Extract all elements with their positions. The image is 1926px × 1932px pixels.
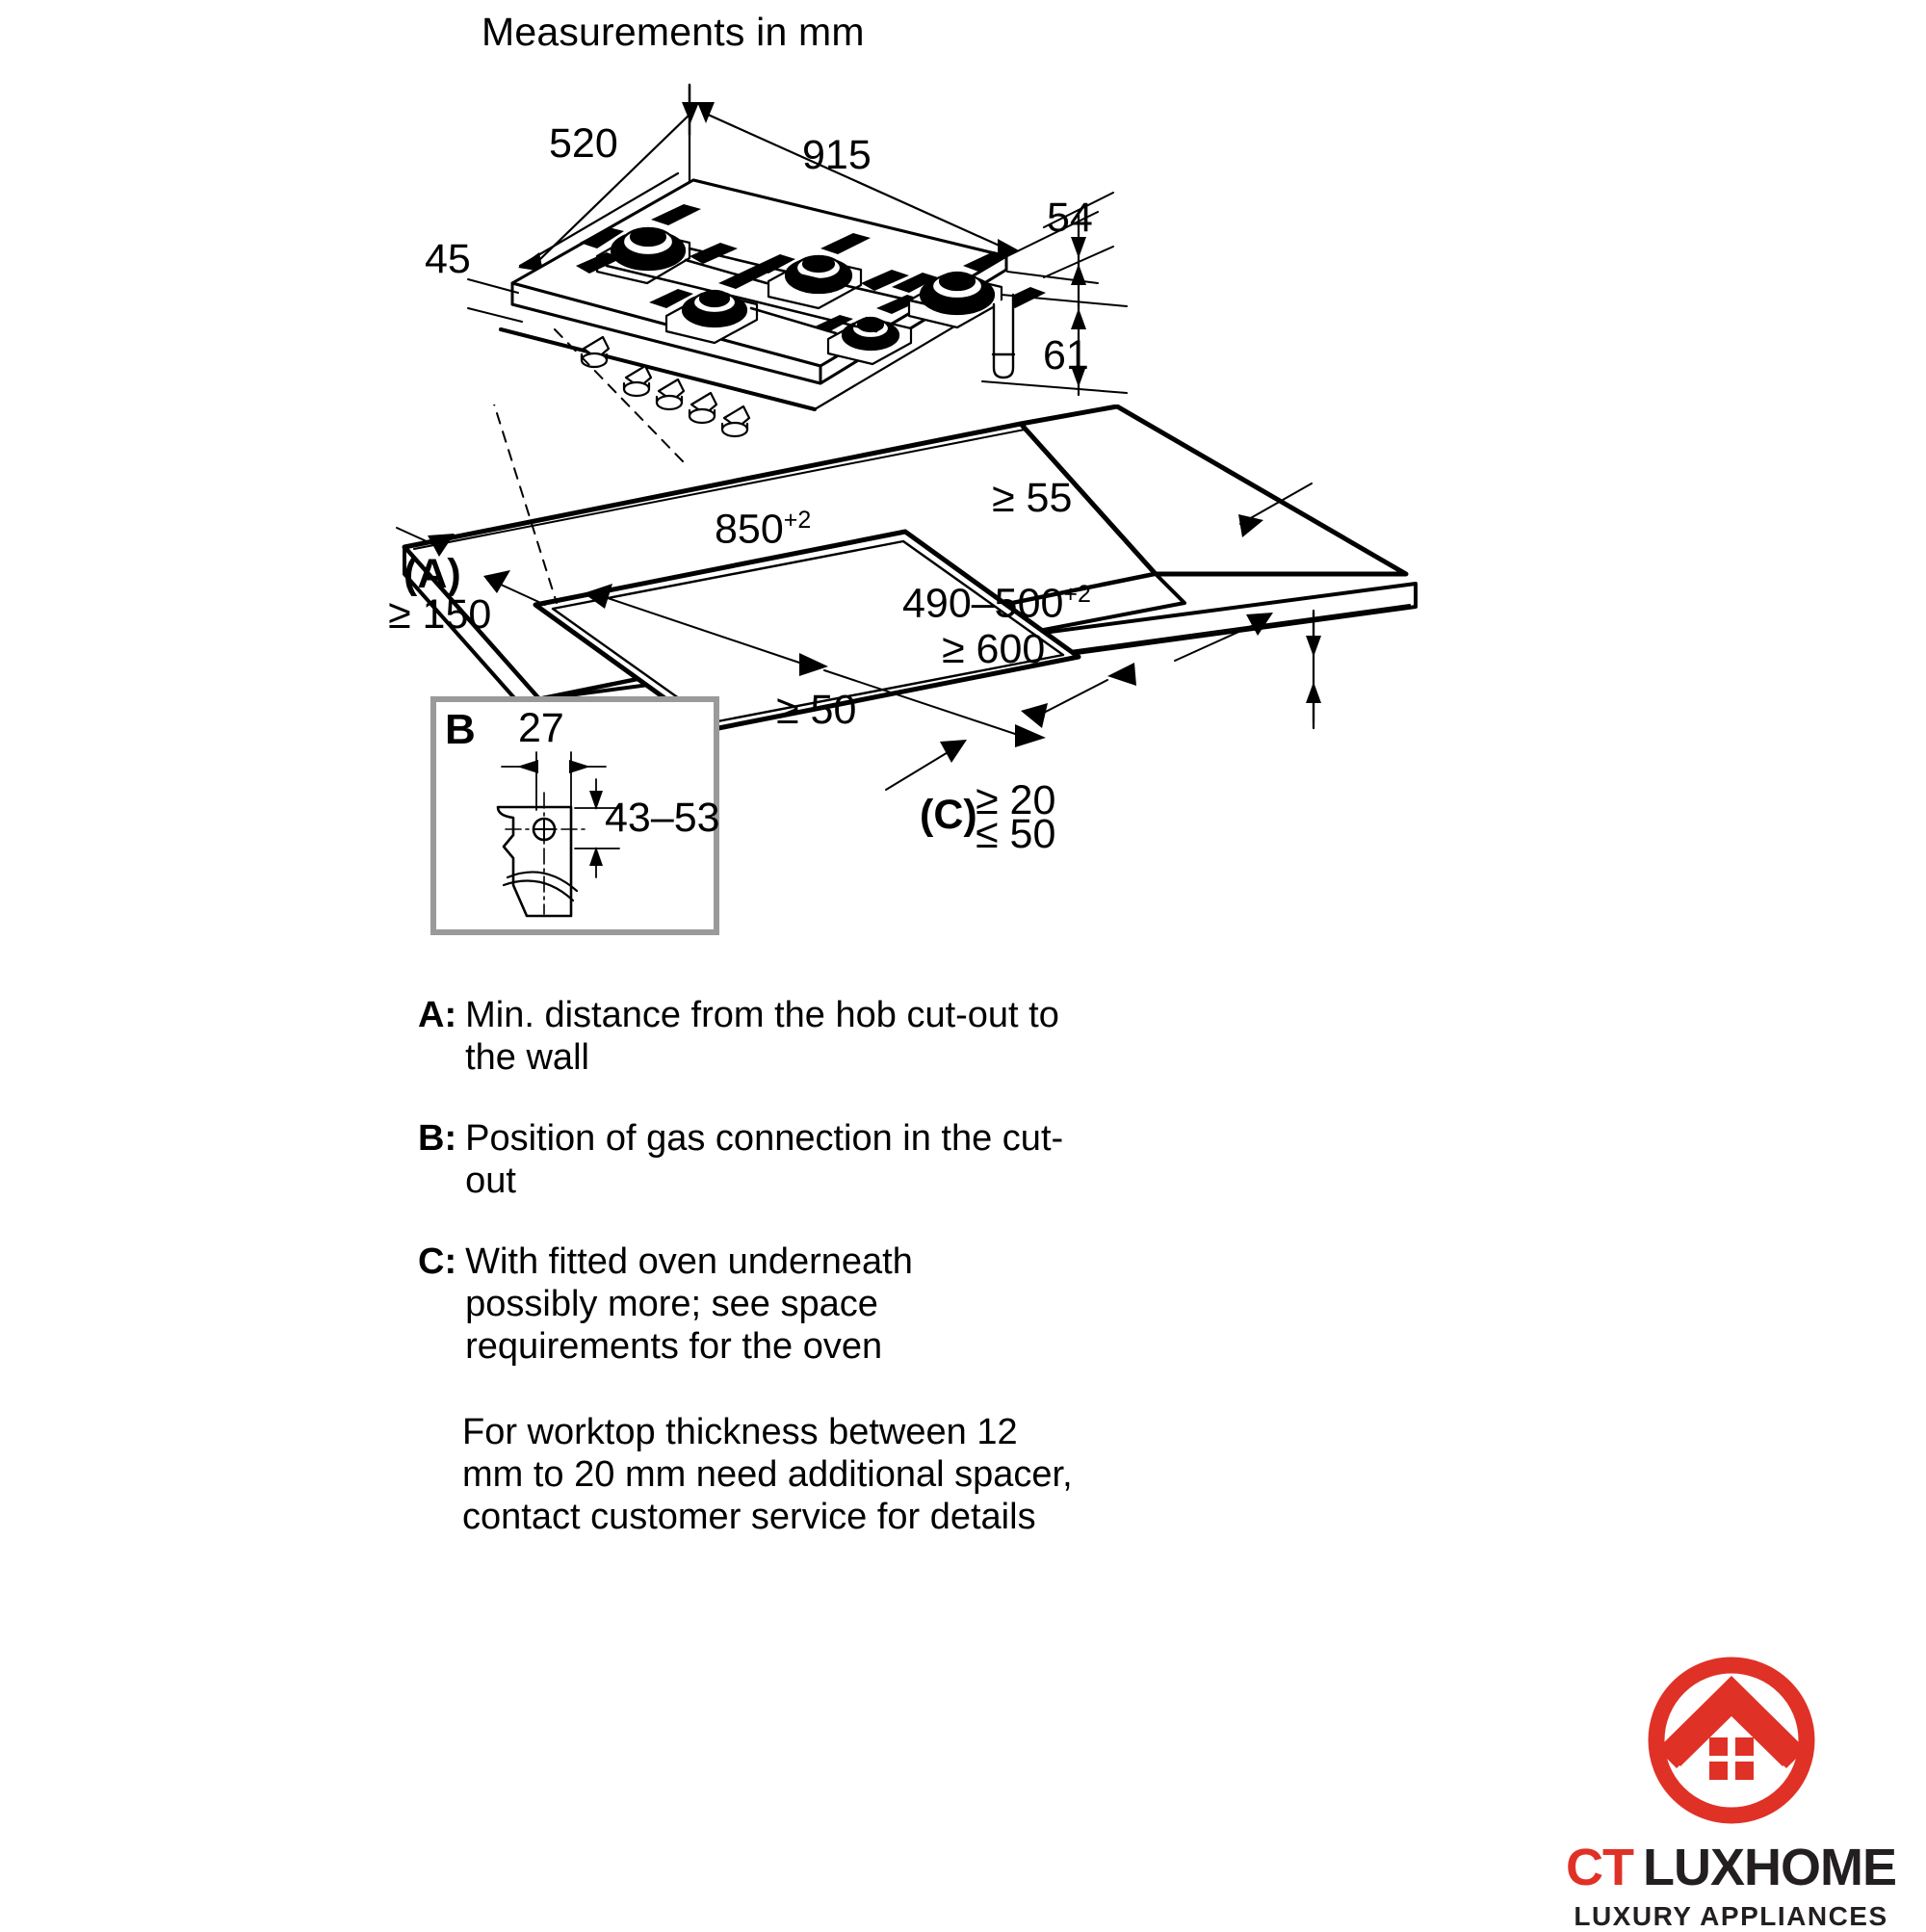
detail-b-dimension-43-53: 43–53 bbox=[605, 795, 720, 841]
brand-name-primary: CT bbox=[1566, 1839, 1634, 1896]
legend-text-c: With fitted oven underneath possibly mor… bbox=[465, 1241, 913, 1368]
brand-tagline: LUXURY APPLIANCES bbox=[1574, 1901, 1888, 1931]
dimension-rear-clearance: ≥ 55 bbox=[992, 475, 1073, 521]
worktop-cutout-drawing bbox=[396, 405, 1418, 791]
hob-assembly-drawing bbox=[467, 83, 1128, 463]
dimension-cutout-width-value: 850 bbox=[715, 506, 784, 553]
legend-item-c: C: With fitted oven underneath possibly … bbox=[418, 1240, 1054, 1368]
legend-text-a: Min. distance from the hob cut-out to th… bbox=[465, 995, 1059, 1079]
legend-key-c: C: bbox=[418, 1241, 457, 1283]
detail-b-dimension-27: 27 bbox=[518, 705, 564, 751]
gas-connection-detail-icon bbox=[496, 751, 620, 918]
detail-b-panel bbox=[430, 696, 719, 935]
legend-key-a: A: bbox=[418, 995, 457, 1035]
dimension-worktop-min: ≥ 20 bbox=[976, 777, 1056, 823]
legend-item-b: B: Position of gas connection in the cut… bbox=[418, 1117, 1092, 1202]
dimension-cutout-width: 850+2 bbox=[715, 509, 811, 550]
legend-text-b: Position of gas connection in the cut-ou… bbox=[465, 1118, 1064, 1202]
legend-item-a: A: Min. distance from the hob cut-out to… bbox=[418, 994, 1092, 1079]
brand-name-secondary: LUXHOME bbox=[1642, 1839, 1897, 1896]
dimension-520: 520 bbox=[549, 120, 618, 167]
dimension-worktop-max: ≤ 50 bbox=[976, 811, 1056, 857]
reference-marker-a: (A) bbox=[403, 551, 461, 597]
dimension-front-clearance: ≥ 50 bbox=[776, 687, 857, 733]
dimension-cutout-depth: 490–500+2 bbox=[902, 583, 1091, 624]
dimension-915: 915 bbox=[802, 132, 872, 178]
dimension-cutout-depth-tolerance: +2 bbox=[1063, 581, 1091, 608]
page-title: Measurements in mm bbox=[482, 10, 865, 54]
dimension-wall-distance: ≥ 150 bbox=[388, 591, 492, 638]
legend-key-b: B: bbox=[418, 1118, 457, 1160]
dimension-cutout-depth-value: 490–500 bbox=[902, 580, 1064, 627]
legend-block: A: Min. distance from the hob cut-out to… bbox=[418, 994, 1092, 1538]
dimension-61: 61 bbox=[1043, 332, 1089, 379]
house-in-circle-logo-icon bbox=[1648, 1657, 1814, 1824]
dimension-cutout-width-tolerance: +2 bbox=[783, 507, 812, 534]
dimension-cabinet-width: ≥ 600 bbox=[942, 626, 1046, 672]
reference-marker-c: (C) bbox=[920, 792, 977, 838]
dimension-45: 45 bbox=[425, 236, 471, 282]
worktop-spacer-note: For worktop thickness between 12 mm to 2… bbox=[462, 1411, 1073, 1537]
detail-b-label: B bbox=[445, 706, 476, 753]
dimension-54: 54 bbox=[1047, 195, 1093, 241]
